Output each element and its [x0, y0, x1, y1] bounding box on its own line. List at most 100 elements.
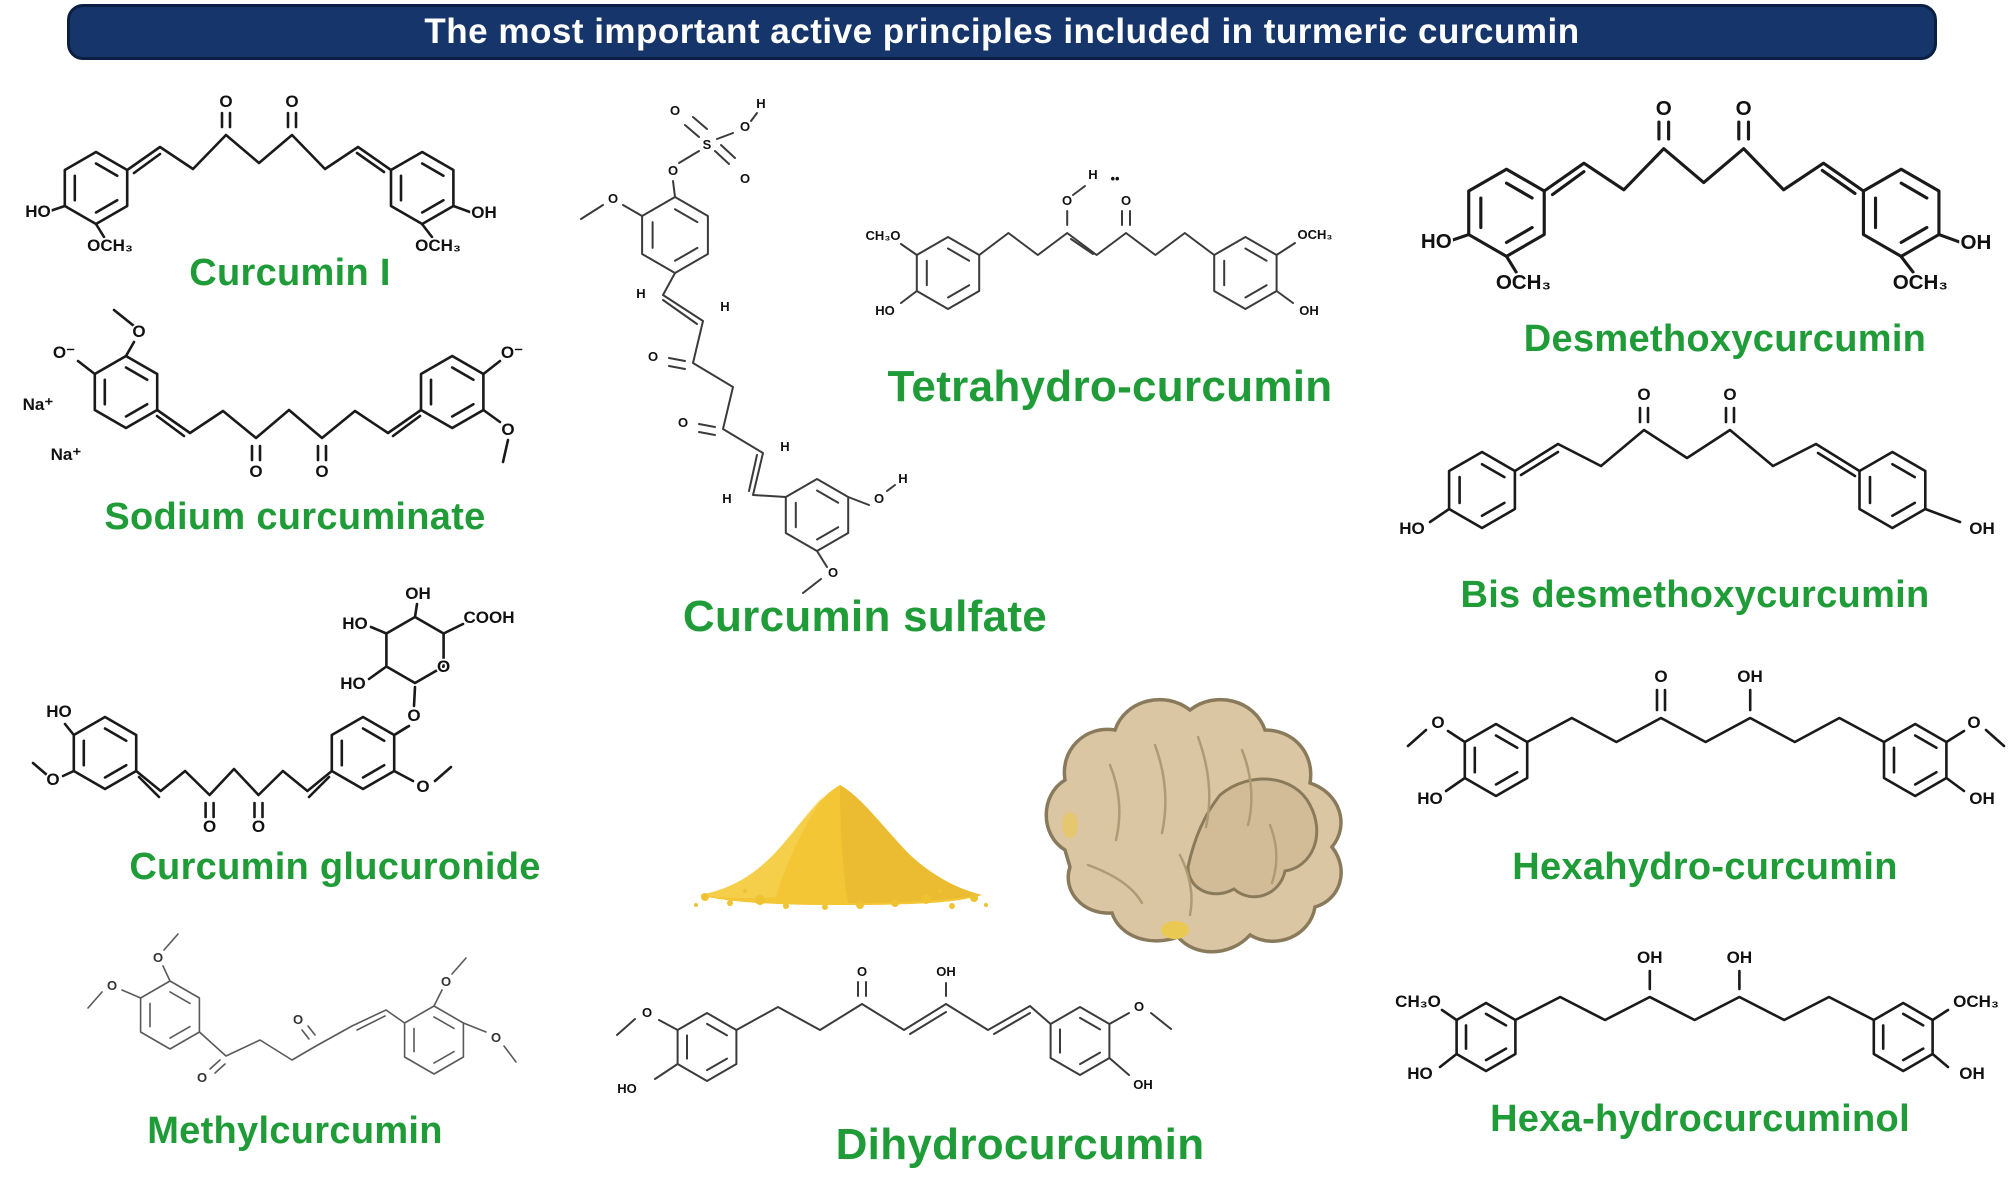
tetrahydro-curcumin-label: Tetrahydro-curcumin [887, 362, 1333, 411]
atom-label: O [648, 349, 658, 364]
hexa-hydrocurcuminol-label: Hexa-hydrocurcuminol [1490, 1098, 1910, 1140]
atom-label: OH [1959, 1064, 1985, 1083]
curcumin-i-structure: HO OCH₃ O O OH OCH₃ [24, 90, 499, 257]
atom-label: O [219, 92, 232, 111]
turmeric-powder-illustration [694, 785, 988, 910]
atom-label: HO [1407, 1064, 1433, 1083]
turmeric-root-illustration [1044, 697, 1343, 954]
atom-label: O [46, 770, 59, 789]
atom-label: O [153, 950, 163, 965]
atom-label: O [132, 322, 145, 341]
benzene-ring [1872, 1001, 1934, 1073]
curcumin-glucuronide-structure: HO O O O O OH HO COOH HO O O [31, 582, 516, 838]
atom-label: Na⁺ [51, 445, 82, 464]
atom-label: OH [1727, 948, 1753, 967]
atom-label: H [720, 299, 729, 314]
atom-label: OH [1969, 519, 1995, 538]
methylcurcumin-structure: O O O O O O [87, 933, 517, 1087]
hexahydro-curcumin-structure: O HO O OH O OH [1406, 665, 2006, 810]
benzene-ring [403, 1005, 465, 1075]
benzene-ring [784, 478, 850, 552]
atom-label: H [636, 286, 645, 301]
benzene-ring [72, 715, 138, 791]
atom-label: O [828, 565, 838, 580]
atom-label: OH [471, 203, 497, 222]
benzene-ring [1455, 1001, 1517, 1073]
atom-label: OH [1737, 667, 1763, 686]
atom-label: O [608, 191, 618, 206]
benzene-ring [63, 150, 129, 226]
atom-label: O [285, 92, 298, 111]
methylcurcumin-label: Methylcurcumin [147, 1110, 443, 1152]
curcumin-sulfate-structure: O O S O O H O H H O O H H O H O [580, 94, 909, 594]
atom-label: O [874, 491, 884, 506]
atom-label: OCH₃ [1496, 271, 1551, 294]
title-banner: The most important active principles inc… [67, 4, 1937, 60]
atom-label: H [1088, 167, 1097, 182]
atom-label: O [407, 706, 420, 725]
atom-label: OCH₃ [1298, 227, 1333, 242]
curcumin-sulfate-label: Curcumin sulfate [682, 592, 1048, 641]
atom-label: O⁻ [53, 343, 75, 362]
sodium-curcuminate-structure: O O⁻ Na⁺ Na⁺ O O O⁻ O [21, 308, 525, 483]
atom-label: O [1121, 193, 1131, 208]
bis-desmethoxycurcumin-structure: HO O O OH [1398, 383, 1997, 540]
benzene-ring [1861, 167, 1941, 258]
atom-label: CH₃O [866, 228, 901, 243]
atom-label: CH₃O [1395, 992, 1441, 1011]
atom-label: O [501, 420, 514, 439]
atom-label: O [441, 974, 451, 989]
atom-label: HO [46, 702, 72, 721]
atom-label: H [756, 96, 765, 111]
atom-label: O [1134, 999, 1144, 1014]
benzene-ring [1463, 722, 1529, 798]
atom-label: OCH₃ [1893, 271, 1948, 294]
benzene-ring [676, 1012, 738, 1082]
atom-label: O [1736, 97, 1752, 120]
atom-label: OH [1961, 231, 1992, 254]
atom-label: HO [25, 202, 51, 221]
atom-label: O [1723, 385, 1736, 404]
figure-title: The most important active principles inc… [424, 12, 1580, 51]
atom-label: OCH₃ [87, 236, 133, 255]
atom-label: HO [340, 674, 366, 693]
atom-label: HO [342, 614, 368, 633]
atom-label: OH [936, 964, 956, 979]
benzene-ring [93, 354, 159, 430]
atom-label: H [780, 439, 789, 454]
benzene-ring [139, 980, 201, 1050]
atom-label: O [107, 978, 117, 993]
atom-label: OH [1133, 1077, 1153, 1092]
atom-label: O [416, 777, 429, 796]
atom-label: S [703, 137, 712, 152]
atom-label: O [1967, 713, 1980, 732]
benzene-ring [389, 150, 455, 226]
atom-label: O [293, 1012, 303, 1027]
atom-label: Na⁺ [23, 395, 54, 414]
atom-label: OCH₃ [1953, 992, 1999, 1011]
atom-label: O [491, 1030, 501, 1045]
benzene-ring [915, 236, 981, 310]
hexa-hydrocurcuminol-structure: CH₃O HO OH OH OCH₃ OH [1393, 946, 2000, 1085]
benzene-ring [330, 715, 396, 791]
benzene-ring [1858, 450, 1927, 530]
benzene-ring [1213, 236, 1278, 310]
atom-label: O [315, 462, 328, 481]
atom-label: O [1654, 667, 1667, 686]
atom-label: O [1637, 385, 1650, 404]
atom-label: OH [1299, 303, 1319, 318]
hexahydro-curcumin-label: Hexahydro-curcumin [1512, 846, 1898, 888]
atom-label: H [722, 491, 731, 506]
atom-label: O [197, 1070, 207, 1085]
curcumin-glucuronide-label: Curcumin glucuronide [129, 846, 541, 888]
atom-label: O [678, 415, 688, 430]
atom-label: OCH₃ [415, 236, 461, 255]
atom-label: OH [1969, 789, 1995, 808]
atom-label: COOH [464, 608, 515, 627]
atom-label: HO [617, 1081, 637, 1096]
dihydrocurcumin-label: Dihydrocurcumin [835, 1120, 1205, 1169]
benzene-ring [419, 354, 485, 430]
atom-label: O [203, 817, 216, 836]
atom-label: O [249, 462, 262, 481]
